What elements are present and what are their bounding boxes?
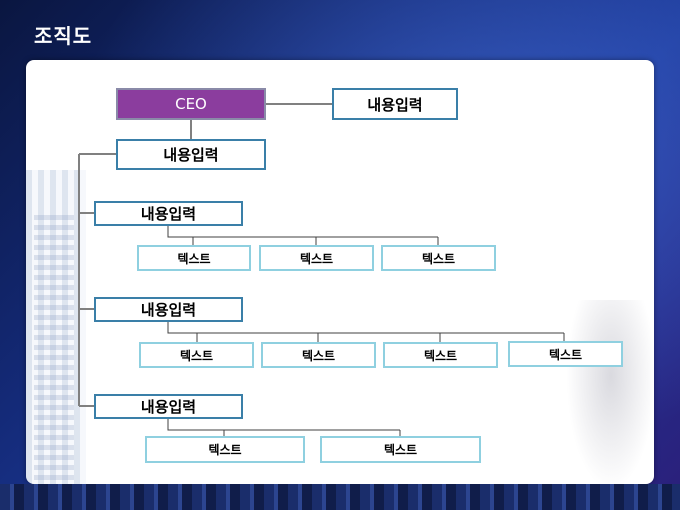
building-illustration-detail <box>34 210 74 484</box>
connector-dept-3-bar <box>167 418 400 431</box>
department-box-3: 내용입력 <box>94 394 243 419</box>
diagram-panel <box>26 60 654 484</box>
top-box: 내용입력 <box>116 139 266 170</box>
child-box: 텍스트 <box>137 245 251 271</box>
connector-dept-2-bar <box>167 321 564 334</box>
city-skyline-strip <box>0 484 680 510</box>
child-box: 텍스트 <box>145 436 305 463</box>
child-box: 텍스트 <box>383 342 498 368</box>
ceo-box: CEO <box>116 88 266 120</box>
building-illustration <box>26 170 86 484</box>
ceo-side-box: 내용입력 <box>332 88 458 120</box>
department-box-1: 내용입력 <box>94 201 243 226</box>
page-title: 조직도 <box>34 24 93 48</box>
child-box: 텍스트 <box>139 342 254 368</box>
child-box: 텍스트 <box>259 245 374 271</box>
child-box: 텍스트 <box>261 342 376 368</box>
child-box: 텍스트 <box>320 436 481 463</box>
child-box: 텍스트 <box>508 341 623 367</box>
department-box-2: 내용입력 <box>94 297 243 322</box>
connector-dept-1-bar <box>167 225 438 238</box>
businessman-illustration <box>566 300 654 484</box>
child-box: 텍스트 <box>381 245 496 271</box>
